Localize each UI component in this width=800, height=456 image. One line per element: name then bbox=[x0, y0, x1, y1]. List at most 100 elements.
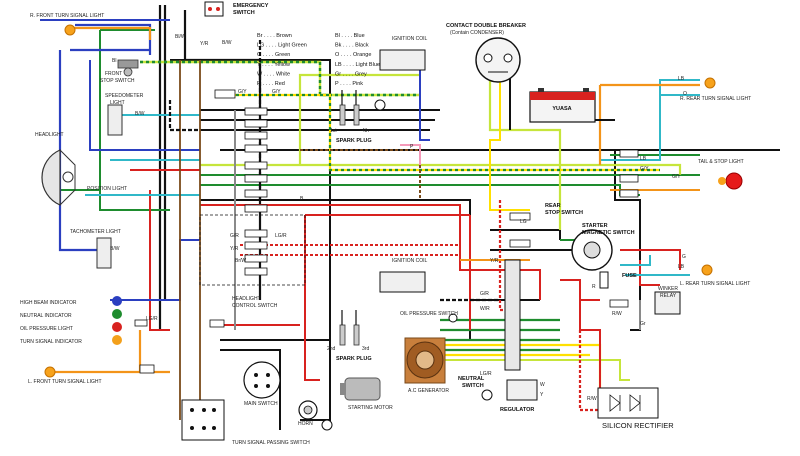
color-key-entry: Bl . . . . Blue bbox=[335, 33, 365, 39]
wire-code: LG/R bbox=[480, 371, 492, 377]
headlight-control-switch-box bbox=[199, 214, 306, 286]
ignition-coil-2-label: IGNITION COIL bbox=[392, 258, 428, 264]
bulb-icons bbox=[44, 24, 743, 378]
color-key-entry: O . . . . Orange bbox=[335, 52, 371, 58]
wire-code: Bl bbox=[112, 58, 116, 64]
plug-4th-label: 4th bbox=[362, 128, 369, 134]
wire-code: R/W bbox=[587, 396, 597, 402]
wire-code: LG bbox=[520, 219, 527, 225]
connector bbox=[214, 89, 236, 99]
turn-lamp-icon bbox=[112, 335, 122, 345]
ignition-coil-1-label: IGNITION COIL bbox=[392, 36, 428, 42]
wire-code: B/W bbox=[110, 246, 120, 252]
speedometer-label-2: LIGHT bbox=[110, 100, 125, 106]
horn-button-icon bbox=[321, 419, 333, 431]
plug-2nd-label: 2nd bbox=[327, 346, 336, 352]
emergency-switch-label: SWITCH bbox=[233, 10, 255, 16]
horn-label: HORN bbox=[298, 421, 313, 427]
starter-mag-label: STARTER bbox=[582, 223, 608, 229]
connector bbox=[244, 204, 268, 213]
l-rear-turn-bulb-icon bbox=[701, 264, 713, 276]
front-stop-label-2: STOP SWITCH bbox=[100, 78, 135, 84]
spark-plug-3rd-icon bbox=[353, 324, 360, 346]
wire-code: G/R bbox=[230, 233, 239, 239]
wire-code: LG/R bbox=[146, 316, 158, 322]
neutral-switch-icon bbox=[481, 389, 493, 401]
color-key-entry: Y . . . . Yellow bbox=[257, 62, 290, 68]
connector bbox=[244, 189, 268, 198]
ac-generator-icon bbox=[404, 337, 446, 384]
connector bbox=[509, 212, 531, 221]
horn-icon bbox=[298, 400, 318, 420]
wire-code: G/R bbox=[480, 291, 489, 297]
headlight-control-label: HEADLIGHT bbox=[232, 296, 261, 302]
connector bbox=[244, 161, 268, 170]
winker-relay-label-2: RELAY bbox=[660, 293, 677, 299]
turn-passing-label: TURN SIGNAL PASSING SWITCH bbox=[232, 440, 310, 446]
connector bbox=[244, 241, 268, 250]
connector bbox=[139, 364, 155, 374]
emergency-switch-icon bbox=[204, 1, 224, 17]
connector bbox=[509, 239, 531, 248]
connector bbox=[609, 299, 629, 308]
color-key-entry: R . . . . Red bbox=[257, 81, 285, 87]
contact-breaker-icon bbox=[475, 37, 521, 83]
position-light-label: POSITION LIGHT bbox=[87, 186, 127, 192]
wire-code: LB bbox=[678, 76, 685, 82]
breaker-label: CONTACT DOUBLE BREAKER bbox=[446, 23, 526, 29]
emergency-label: EMERGENCY bbox=[233, 3, 269, 9]
r-front-turn-label: R. FRONT TURN SIGNAL LIGHT bbox=[30, 13, 104, 19]
connector bbox=[619, 149, 639, 158]
starting-motor-icon bbox=[340, 377, 381, 401]
connector bbox=[619, 189, 639, 198]
connector-blocks bbox=[134, 89, 639, 374]
ground-icon bbox=[374, 99, 386, 111]
wire-code: B/W bbox=[222, 40, 232, 46]
speedometer-light-icon bbox=[107, 104, 123, 136]
rear-stop-label: REAR bbox=[545, 203, 561, 209]
headlight-label: HEADLIGHT bbox=[35, 132, 64, 138]
spark-plug-2-label: SPARK PLUG bbox=[336, 356, 372, 362]
wire-code: G bbox=[682, 254, 686, 260]
wire-code: Y bbox=[540, 392, 544, 398]
spark-plug-2nd-icon bbox=[339, 324, 346, 346]
l-front-turn-label: L. FRONT TURN SIGNAL LIGHT bbox=[28, 379, 102, 385]
ac-generator-label: A.C GENERATOR bbox=[408, 388, 449, 394]
connector bbox=[244, 267, 268, 276]
wire-code: LG/R bbox=[275, 233, 287, 239]
main-switch-icon bbox=[243, 361, 281, 399]
neutral-switch-label-2: SWITCH bbox=[462, 383, 484, 389]
wire-code: Br/W bbox=[235, 258, 246, 264]
connector bbox=[244, 119, 268, 128]
connector bbox=[619, 174, 639, 183]
neutral-lamp-icon bbox=[112, 309, 122, 319]
breaker-label-2: (Contain CONDENSER) bbox=[450, 30, 504, 36]
connector bbox=[244, 229, 268, 238]
wire-code: LB bbox=[678, 264, 685, 270]
connector bbox=[134, 319, 148, 327]
color-key-entry: LG . . . . Light Green bbox=[257, 43, 307, 49]
wire-code: Y/R bbox=[200, 41, 209, 47]
starter-core-icon bbox=[583, 241, 601, 259]
ignition-coil-2-icon bbox=[379, 271, 426, 293]
plug-1st-label: 1st bbox=[330, 128, 337, 134]
indicator-lamps bbox=[112, 296, 122, 345]
color-key-entry: G . . . . Green bbox=[257, 52, 290, 58]
wire-code: G/Y bbox=[672, 174, 681, 180]
wire-code: Gr bbox=[640, 321, 646, 327]
connector bbox=[244, 107, 268, 116]
oil-pressure-switch-icon bbox=[448, 313, 458, 323]
high-beam-label: HIGH BEAM INDICATOR bbox=[20, 300, 77, 306]
tachometer-light-icon bbox=[96, 237, 112, 269]
ignition-coil-1-icon bbox=[379, 49, 426, 71]
wire-code: Bl/W bbox=[175, 34, 186, 40]
color-key-entry: W . . . . White bbox=[257, 71, 290, 77]
tail-stop-light-icon bbox=[725, 172, 743, 190]
connector bbox=[244, 174, 268, 183]
wire-code: G/Y bbox=[238, 89, 247, 95]
l-front-turn-bulb-icon bbox=[44, 366, 56, 378]
battery-brand-label: YUASA bbox=[552, 106, 571, 112]
wire-code: Y/R bbox=[490, 258, 499, 264]
